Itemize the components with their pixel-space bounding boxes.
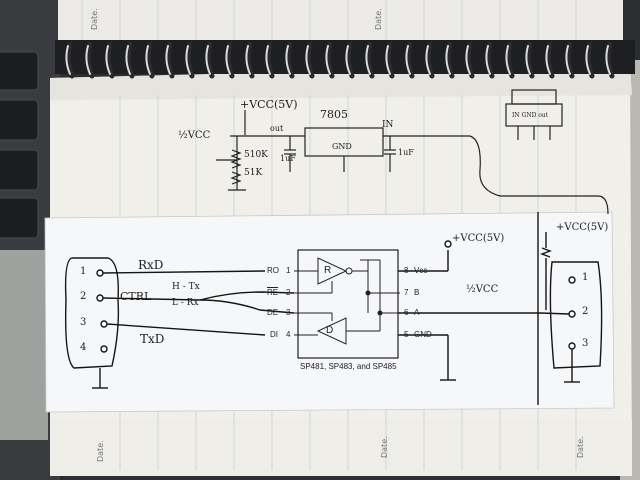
r-top-label: 510K bbox=[244, 150, 268, 160]
pin-di-num: 4 bbox=[286, 330, 291, 339]
pin-gnd-name: GND bbox=[414, 330, 432, 339]
half-vcc-b-label: ½VCC bbox=[466, 284, 499, 295]
ctrl-l-label: L - Rx bbox=[172, 298, 199, 308]
date-label-bottom-1: Date. bbox=[96, 440, 105, 462]
vcc-chip-label: +VCC(5V) bbox=[452, 233, 505, 244]
out-label: out bbox=[270, 124, 284, 133]
chip-caption: SP481, SP483, and SP485 bbox=[300, 362, 397, 371]
date-label-bottom-2: Date. bbox=[380, 436, 389, 458]
pin-a-name: A bbox=[414, 308, 420, 317]
cap-right-label: 1uF bbox=[398, 148, 414, 157]
date-label-top-2: Date. bbox=[374, 8, 383, 30]
pin-vcc-num: 8 bbox=[404, 266, 409, 275]
left-conn-pin-3: 3 bbox=[80, 317, 87, 328]
pin-de-name: DE bbox=[267, 308, 279, 317]
pin-gnd-num: 5 bbox=[404, 330, 409, 339]
driver-label: D bbox=[326, 325, 334, 336]
left-conn-pin-4: 4 bbox=[80, 342, 87, 353]
right-conn-pin-2: 2 bbox=[582, 306, 589, 317]
pin-re-num: 2 bbox=[286, 288, 291, 297]
date-label-bottom-3: Date. bbox=[576, 436, 585, 458]
right-conn-pin-3: 3 bbox=[582, 338, 589, 349]
txd-label: TxD bbox=[140, 332, 165, 346]
r-bottom-label: 51K bbox=[244, 168, 263, 178]
ctrl-label: CTRL bbox=[120, 290, 152, 303]
rxd-label: RxD bbox=[138, 258, 164, 272]
spiral-binding bbox=[55, 40, 635, 79]
pin-ro-name: RO bbox=[267, 266, 279, 275]
right-conn-pin-1: 1 bbox=[582, 272, 589, 283]
in-label: IN bbox=[382, 120, 394, 130]
cap-left-label: 1uF bbox=[280, 154, 296, 163]
pin-re-name: RE bbox=[267, 288, 279, 297]
pin-a-num: 6 bbox=[404, 308, 409, 317]
vreg-part-label: 7805 bbox=[320, 108, 348, 121]
pin-b-num: 7 bbox=[404, 288, 409, 297]
gnd-label: GND bbox=[332, 142, 352, 151]
vcc-connector-label: +VCC(5V) bbox=[556, 222, 609, 233]
pasted-paper bbox=[44, 211, 615, 413]
half-vcc-label: ½VCC bbox=[178, 130, 211, 141]
pin-di-name: DI bbox=[270, 330, 278, 339]
regulator-schematic bbox=[216, 89, 609, 215]
pin-vcc-name: Vcc bbox=[414, 266, 428, 275]
date-label-top-1: Date. bbox=[90, 8, 99, 30]
pin-b-name: B bbox=[414, 288, 420, 297]
left-conn-pin-1: 1 bbox=[80, 266, 87, 277]
left-conn-pin-2: 2 bbox=[80, 291, 87, 302]
left-connector bbox=[64, 212, 603, 405]
pin-ro-num: 1 bbox=[286, 266, 291, 275]
vcc-5v-label-top: +VCC(5V) bbox=[240, 98, 298, 111]
receiver-label: R bbox=[324, 265, 332, 276]
ic-pin-labels: IN GND out bbox=[512, 112, 549, 119]
ctrl-h-label: H - Tx bbox=[172, 282, 200, 292]
chip-diagram bbox=[294, 249, 400, 359]
pin-de-num: 3 bbox=[286, 308, 291, 317]
